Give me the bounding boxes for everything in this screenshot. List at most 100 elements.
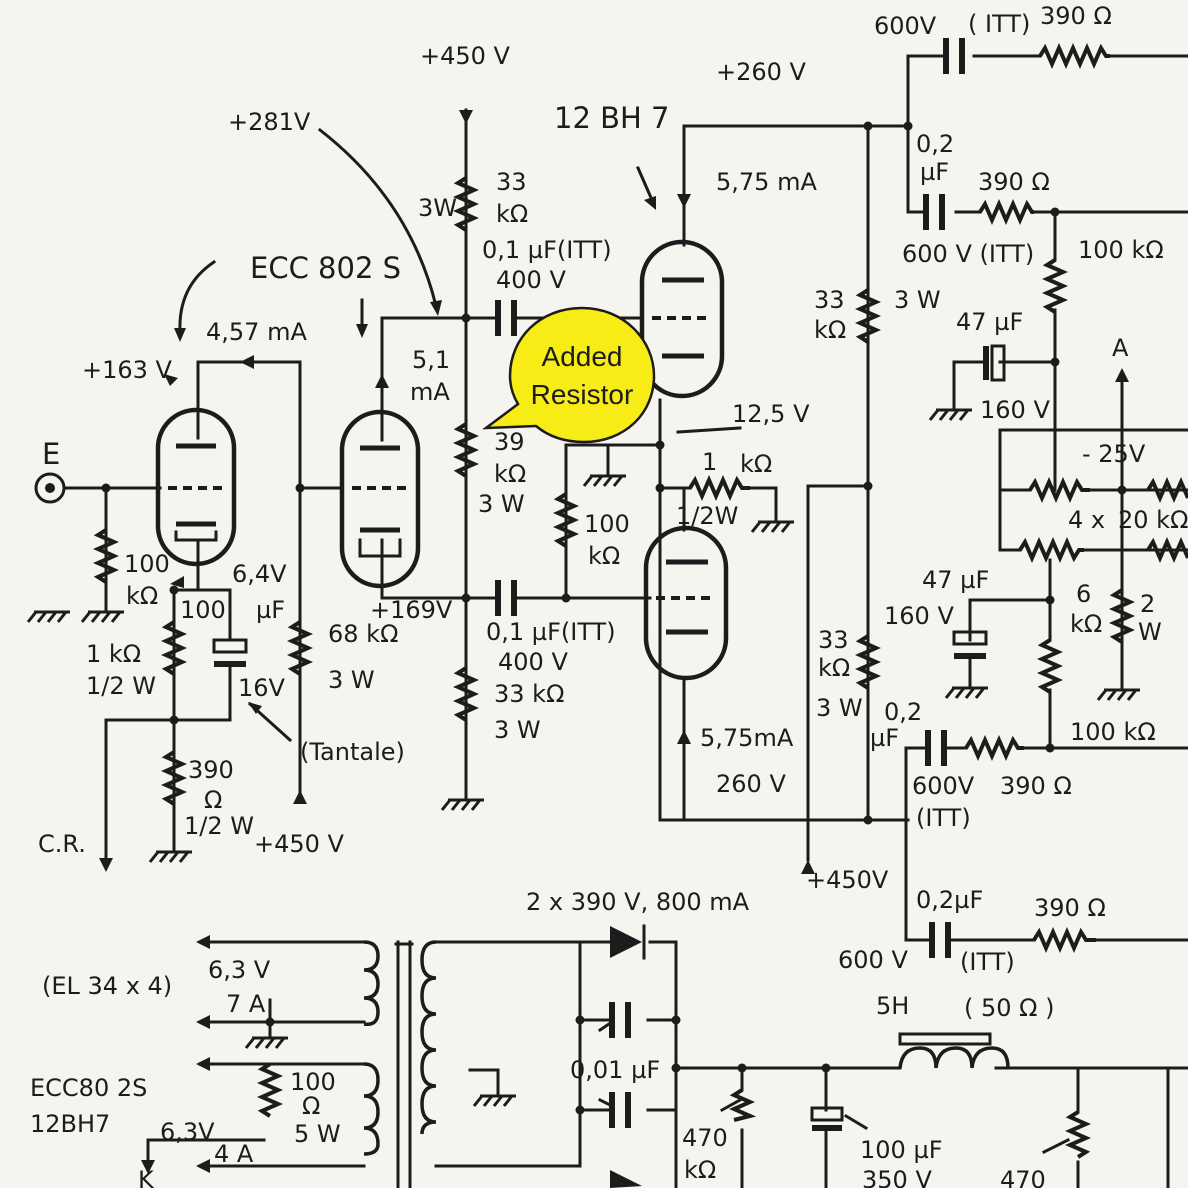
- label-c02-b: µF: [920, 158, 949, 186]
- label-c600-low-b: (ITT): [916, 804, 971, 832]
- junction-dots: [101, 121, 1127, 1115]
- label-r33k-r1-b: kΩ: [814, 316, 846, 344]
- label-choke-5h: 5H: [876, 992, 909, 1020]
- tube-12bh7-lower: [643, 525, 729, 681]
- label-c47-b: 160 V: [980, 396, 1050, 424]
- label-v63-a: 6,3 V: [208, 956, 271, 984]
- label-r1k-c: 1/2W: [676, 502, 738, 530]
- label-r100-pot-c: 5 W: [294, 1120, 341, 1148]
- label-i-457: 4,57 mA: [206, 318, 307, 346]
- resistor-33k-right-2: [855, 634, 881, 690]
- label-ecc-small-b: 12BH7: [30, 1110, 110, 1138]
- resistor-1k-cathode: [161, 620, 187, 676]
- tube-v1: [155, 407, 237, 567]
- resistor-pot-a: [1028, 477, 1090, 503]
- resistor-390-top: [1038, 43, 1110, 69]
- label-r390-cath-c: 1/2 W: [184, 812, 254, 840]
- label-rect: 2 x 390 V, 800 mA: [526, 888, 750, 916]
- label-i-575-bot: 5,75mA: [700, 724, 794, 752]
- callout-line2: Resistor: [531, 379, 634, 410]
- label-c47-2b: 160 V: [884, 602, 954, 630]
- resistor-39k-added: [453, 422, 479, 478]
- label-v163: +163 V: [82, 356, 173, 384]
- label-c600-low-a: 600V: [912, 772, 975, 800]
- resistor-68k: [287, 620, 313, 676]
- label-r390-bot: 390 Ω: [1034, 894, 1106, 922]
- callout-line1: Added: [542, 341, 623, 372]
- label-v169: +169V: [370, 596, 453, 624]
- label-r100k-in-b: kΩ: [126, 582, 158, 610]
- label-c100uf-b: µF: [256, 596, 285, 624]
- label-r33k-a: 33: [496, 168, 527, 196]
- label-r33k-r2-c: 3 W: [816, 694, 863, 722]
- label-c100-350-b: 350 V: [862, 1166, 932, 1188]
- resistor-pot-b: [1018, 537, 1084, 563]
- label-v260-bot: 260 V: [716, 770, 786, 798]
- label-r33k-r2-a: 33: [818, 626, 849, 654]
- label-c02-bot-c: (ITT): [960, 948, 1015, 976]
- resistor-pot-d: [1146, 537, 1188, 563]
- label-r390-top: 390 Ω: [1040, 2, 1112, 30]
- label-r6k-c: 2: [1140, 590, 1155, 618]
- resistor-33k-right-1: [855, 288, 881, 344]
- resistor-390-2: [978, 199, 1034, 225]
- label-r470-b: kΩ: [684, 1156, 716, 1184]
- label-v125: 12,5 V: [732, 400, 810, 428]
- label-r390-cath-b: Ω: [204, 786, 222, 814]
- label-choke-50: ( 50 Ω ): [964, 994, 1055, 1022]
- resistor-33k-3w-bottom: [453, 666, 479, 722]
- label-ecc-small-a: ECC80 2S: [30, 1074, 147, 1102]
- label-a: A: [1112, 334, 1129, 362]
- label-r100k-mid-a: 100: [584, 510, 630, 538]
- label-c01-top-b: 400 V: [496, 266, 566, 294]
- label-i-51a: 5,1: [412, 346, 450, 374]
- label-r100k-mid-b: kΩ: [588, 542, 620, 570]
- label-c100uf-c: 16V: [238, 674, 286, 702]
- labels: +450 V +260 V +281V 12 BH 7 ECC 802 S 4,…: [30, 2, 1188, 1188]
- label-a7: 7 A: [226, 990, 266, 1018]
- tube-12bh7-upper: [639, 239, 725, 399]
- label-input-e: E: [42, 437, 60, 471]
- label-r68k-b: 3 W: [328, 666, 375, 694]
- label-b450-top: +450 V: [420, 42, 511, 70]
- label-c001: 0,01 µF: [570, 1056, 660, 1084]
- resistor-390-cathode: [161, 750, 187, 806]
- label-r1k-cath-b: 1/2 W: [86, 672, 156, 700]
- label-b450-right: +450V: [806, 866, 889, 894]
- label-cr: C.R.: [38, 830, 86, 858]
- label-c02-bot-b: 600 V: [838, 946, 908, 974]
- label-tantale: (Tantale): [300, 738, 405, 766]
- resistor-100k-bias: [553, 492, 579, 548]
- label-r68k-a: 68 kΩ: [328, 620, 398, 648]
- grounds: [26, 408, 1140, 1107]
- label-c02-low-a: 0,2: [884, 698, 922, 726]
- label-r470-2: 470: [1000, 1166, 1046, 1188]
- label-v-neg25: - 25V: [1082, 440, 1146, 468]
- label-r1k-b: kΩ: [740, 450, 772, 478]
- resistor-390-low: [964, 735, 1024, 761]
- label-c47-a: 47 µF: [956, 308, 1023, 336]
- label-r100-pot-a: 100: [290, 1068, 336, 1096]
- label-v281: +281V: [228, 108, 311, 136]
- label-c02-low-b: µF: [870, 724, 899, 752]
- label-r100-pot-b: Ω: [302, 1092, 320, 1120]
- label-c100uf-a: 100: [180, 596, 226, 624]
- resistor-pot-c: [1146, 477, 1188, 503]
- label-r390-cath-a: 390: [188, 756, 234, 784]
- label-r1k-cath-a: 1 kΩ: [86, 640, 141, 668]
- power-transformer: [363, 940, 437, 1188]
- label-r33k3w-bot-b: 3 W: [494, 716, 541, 744]
- label-itt-top: ( ITT): [968, 10, 1030, 38]
- label-i-575-top: 5,75 mA: [716, 168, 817, 196]
- added-resistor-callout: Added Resistor: [482, 306, 656, 444]
- label-tube-12bh7: 12 BH 7: [554, 101, 670, 135]
- label-r33k-r1-c: 3 W: [894, 286, 941, 314]
- label-pots-4x: 4 x: [1068, 506, 1105, 534]
- label-c02-a: 0,2: [916, 130, 954, 158]
- label-r33k-r1-a: 33: [814, 286, 845, 314]
- label-k: K: [138, 1166, 155, 1188]
- resistor-100k-input: [93, 528, 119, 584]
- label-r390-low: 390 Ω: [1000, 772, 1072, 800]
- label-pots-20k: 20 kΩ: [1118, 506, 1188, 534]
